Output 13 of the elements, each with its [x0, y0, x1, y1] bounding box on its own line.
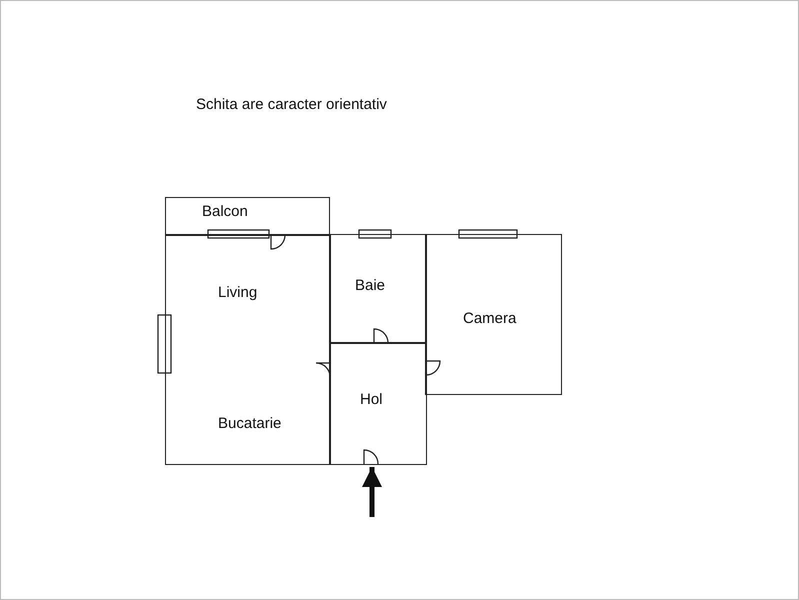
- room-label: Living: [218, 284, 258, 301]
- room-label: Hol: [360, 391, 383, 408]
- room-outline: [165, 234, 331, 465]
- entrance-arrow: [362, 467, 382, 517]
- room-label: Baie: [355, 277, 386, 294]
- room-outline: [165, 197, 330, 236]
- room-label: Bucatarie: [218, 415, 282, 432]
- room-outline: [425, 234, 562, 395]
- note-text: Schita are caracter orientativ: [196, 96, 387, 113]
- room-label: Camera: [463, 310, 516, 327]
- room-outline: [329, 234, 427, 344]
- room-label: Balcon: [202, 203, 248, 220]
- room-outline: [329, 342, 427, 465]
